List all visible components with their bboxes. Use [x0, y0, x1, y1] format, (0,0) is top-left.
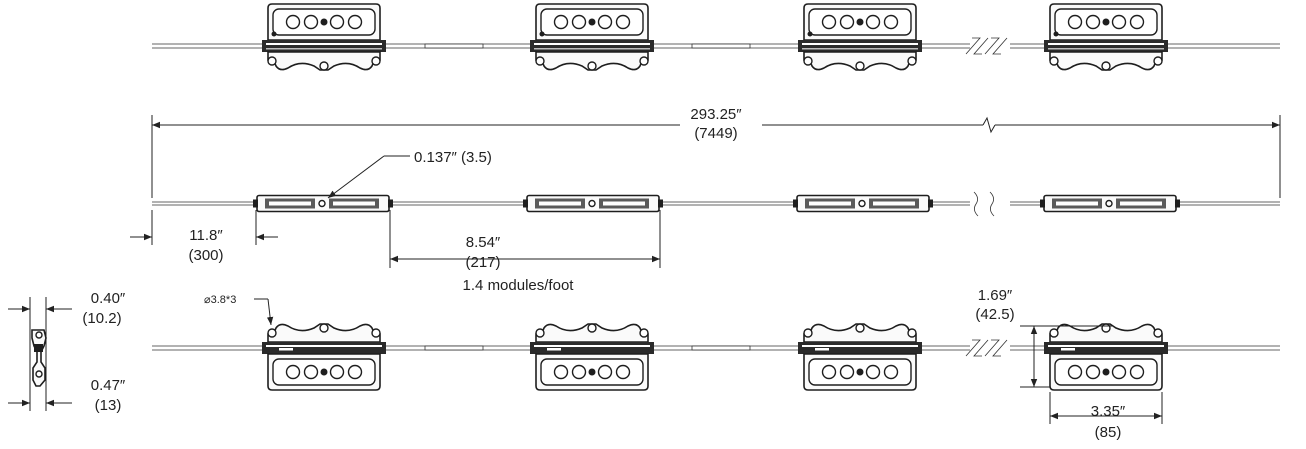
module-bottom-4 — [1043, 323, 1169, 391]
module-side-4 — [1039, 194, 1181, 213]
lead-length-in: 11.8″ — [189, 227, 223, 244]
end-view: 0.40″ (10.2) 0.47″ (13) — [8, 290, 126, 414]
module-side-3 — [792, 194, 934, 213]
dim-total-length: 293.25″ (7449) — [151, 106, 1281, 198]
row-bottom-view — [152, 323, 1280, 391]
module-top-3 — [797, 3, 923, 71]
module-top-1 — [261, 3, 387, 71]
module-side-2 — [522, 194, 664, 213]
break-symbol — [965, 37, 989, 55]
module-pitch-mm: (217) — [465, 254, 500, 271]
module-height-in: 1.69″ — [978, 287, 1013, 304]
dim-module-pitch: 8.54″ (217) 1.4 modules/foot — [389, 210, 661, 294]
break-symbol — [984, 37, 1008, 55]
total-length-mm: (7449) — [694, 125, 737, 142]
side-bottom-in: 0.47″ — [91, 377, 126, 394]
module-bottom-1 — [261, 323, 387, 391]
break-symbol — [965, 339, 989, 357]
side-bottom-mm: (13) — [95, 397, 122, 414]
module-side-1 — [252, 194, 394, 213]
dim-module-width: 3.35″ (85) — [1049, 392, 1163, 441]
module-pitch-in: 8.54″ — [466, 234, 501, 251]
side-top-mm: (10.2) — [82, 310, 121, 327]
density-label: 1.4 modules/foot — [463, 277, 575, 294]
dim-wire-diameter: 0.137″ (3.5) — [327, 149, 492, 199]
hole-note-label: ⌀3.8*3 — [204, 294, 236, 306]
module-top-2 — [529, 3, 655, 71]
lead-length-mm: (300) — [188, 247, 223, 264]
dim-lead-length: 11.8″ (300) — [130, 210, 278, 264]
module-top-4 — [1043, 3, 1169, 71]
module-height-mm: (42.5) — [975, 306, 1014, 323]
module-width-in: 3.35″ — [1091, 403, 1126, 420]
total-length-in: 293.25″ — [690, 106, 742, 123]
module-bottom-3 — [797, 323, 923, 391]
row-side-view — [152, 191, 1280, 217]
dim-module-height: 1.69″ (42.5) — [975, 287, 1112, 388]
row-top-view — [152, 3, 1280, 71]
side-top-in: 0.40″ — [91, 290, 126, 307]
module-width-mm: (85) — [1095, 424, 1122, 441]
dim-hole-note: ⌀3.8*3 — [204, 294, 274, 326]
break-symbol — [984, 339, 1008, 357]
wire-diameter-label: 0.137″ (3.5) — [414, 149, 492, 166]
module-bottom-2 — [529, 323, 655, 391]
